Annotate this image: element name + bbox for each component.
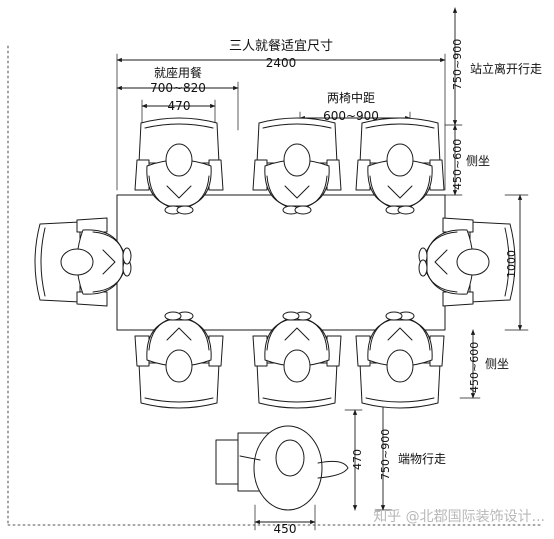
chair-gap-value: 600~900 [323,109,379,123]
seat-right-end [418,217,516,307]
person-depth-value: 470 [351,449,364,470]
total-width-label: 2400 [266,56,297,70]
seat-left-end [34,217,132,307]
seat-width-label: 700~820 [150,81,206,95]
seat-top-middle [252,117,342,215]
seat-bottom-left [134,311,224,409]
side-sit-gap-top: 450~600 [451,139,464,190]
table-depth-value: 1000 [505,250,518,278]
seat-bottom-right [355,311,445,409]
chair-gap-title: 两椅中距 [327,90,375,105]
right-dimensions [344,7,529,511]
room-boundary [7,45,541,526]
diagram-title: 三人就餐适宜尺寸 [229,38,333,54]
watermark: 知乎 @北鄀国际装饰设计... [373,508,545,525]
bottom-dimension [254,504,316,531]
standing-gap-value: 750~900 [451,39,464,90]
carry-gap-value: 750~900 [379,429,392,480]
side-sit-label-bottom: 侧坐 [485,357,509,371]
carry-label: 端物行走 [398,452,446,466]
seat-top-left [134,117,224,215]
standing-label: 站立离开行走 [470,61,542,76]
dining-table [116,194,446,331]
seat-bottom-middle [252,311,342,409]
seat-inner-label: 470 [168,99,191,113]
seats-group [34,117,516,409]
seat-top-right [355,117,445,215]
side-sit-label-top: 侧坐 [466,154,490,168]
carrying-person [215,425,349,511]
seat-label: 就座用餐 [154,65,202,80]
side-sit-gap-bottom: 450~600 [468,342,481,393]
person-width-value: 450 [274,522,297,536]
